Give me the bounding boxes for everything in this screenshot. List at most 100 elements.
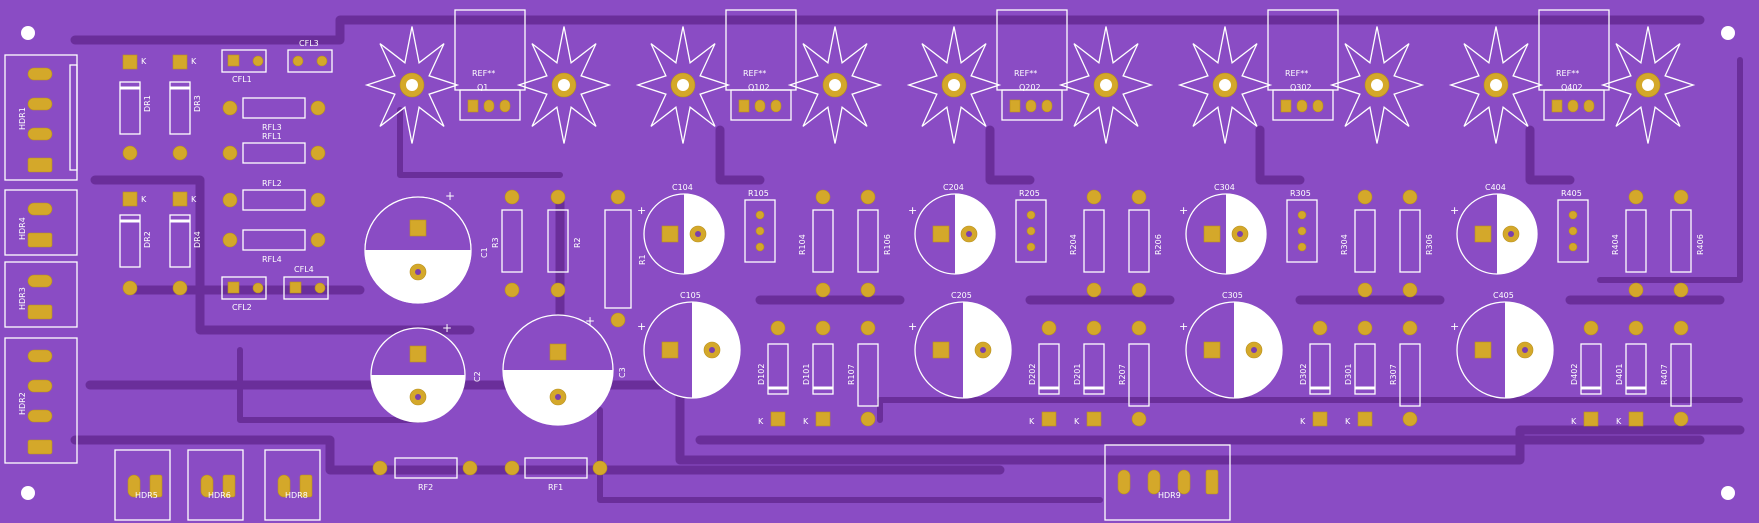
svg-text:+: +: [908, 320, 917, 333]
svg-text:+: +: [637, 320, 646, 333]
d401-label: D401: [1615, 364, 1624, 385]
capacitor-c2: + C2: [370, 321, 482, 423]
svg-text:K: K: [758, 417, 764, 426]
heatsink-outline: [635, 26, 731, 144]
svg-text:K: K: [1571, 417, 1577, 426]
heatsink-outline: [1600, 26, 1696, 144]
d301-label: D301: [1344, 364, 1353, 385]
heatsink-section-q202: REF**Q202: [906, 9, 1154, 144]
heatsink-outline: [906, 26, 1002, 144]
cfl3-label: CFL3: [299, 39, 319, 48]
c205-label: C205: [951, 291, 972, 300]
r106-label: R106: [883, 234, 892, 255]
hdr5-label: HDR5: [135, 491, 158, 500]
cfl4-label: CFL4: [294, 265, 314, 274]
resistor-rfl3: RFL3: [222, 97, 326, 132]
r104-label: R104: [798, 234, 807, 255]
heatsink-section-q102: REF** Q102: [635, 9, 883, 144]
header-hdr3: HDR3: [4, 261, 78, 328]
diode-dr2: K DR2: [119, 191, 152, 296]
ref-label: REF**: [472, 69, 495, 78]
mount-hole-bottom-left: [21, 486, 35, 500]
mounting-holes: [21, 26, 1735, 500]
svg-text:+: +: [445, 189, 455, 203]
dr2-k-label: K: [141, 195, 147, 204]
capacitor-c3: + C3: [502, 314, 627, 426]
r405-label: R405: [1561, 189, 1582, 198]
ref-label: REF**: [1285, 69, 1308, 78]
heatsink-section-q402: REF**Q402: [1448, 9, 1696, 144]
r206-label: R206: [1154, 234, 1163, 255]
c404-label: C404: [1485, 183, 1506, 192]
c1-label: C1: [480, 247, 489, 258]
resistor-rf2: RF2: [372, 457, 478, 492]
dr1-k-label: K: [141, 57, 147, 66]
r107-label: R107: [847, 364, 856, 385]
svg-text:K: K: [1029, 417, 1035, 426]
cap-cfl1: CFL1: [221, 49, 267, 84]
heatsink-outline: [364, 26, 460, 144]
header-hdr9: HDR9: [1104, 444, 1231, 521]
r2-label: R2: [573, 237, 582, 248]
diode-dr1: K DR1: [119, 54, 152, 161]
r304-label: R304: [1340, 234, 1349, 255]
heatsink-section-q1: REF**Q1: [364, 9, 612, 144]
hdr2-label: HDR2: [18, 392, 27, 415]
hdr4-label: HDR4: [18, 217, 27, 240]
rfl3-label: RFL3: [262, 123, 282, 132]
cap-cfl4: CFL4: [283, 265, 329, 300]
hdr6-label: HDR6: [208, 491, 231, 500]
d201-label: D201: [1073, 364, 1082, 385]
c405-label: C405: [1493, 291, 1514, 300]
dr4-k-label: K: [191, 195, 197, 204]
svg-text:+: +: [1450, 320, 1459, 333]
svg-text:K: K: [1300, 417, 1306, 426]
svg-text:K: K: [1345, 417, 1351, 426]
heatsink-outline: [516, 26, 612, 144]
rf2-label: RF2: [418, 483, 433, 492]
ref-label: REF**: [743, 69, 766, 78]
c104-label: C104: [672, 183, 693, 192]
c3-label: C3: [618, 367, 627, 378]
header-hdr5: HDR5: [114, 449, 171, 521]
svg-text:K: K: [1616, 417, 1622, 426]
resistor-rfl4: RFL4: [222, 229, 326, 264]
hdr1-label: HDR1: [18, 107, 27, 130]
hdr3-label: HDR3: [18, 287, 27, 310]
svg-text:+: +: [1450, 204, 1459, 217]
mount-hole-bottom-right: [1721, 486, 1735, 500]
heatsink-outline: [1058, 26, 1154, 144]
r306-label: R306: [1425, 234, 1434, 255]
c204-label: C204: [943, 183, 964, 192]
rf1-label: RF1: [548, 483, 563, 492]
header-hdr6: HDR6: [187, 449, 244, 521]
rfl2-label: RFL2: [262, 179, 282, 188]
hdr8-label: HDR8: [285, 491, 308, 500]
hdr9-label: HDR9: [1158, 491, 1181, 500]
r407-label: R407: [1660, 364, 1669, 385]
q302-label: Q302: [1290, 83, 1312, 92]
dr1-label: DR1: [143, 95, 152, 112]
resistor-rfl2: RFL2: [222, 179, 326, 211]
d302-label: D302: [1299, 364, 1308, 385]
svg-text:+: +: [1179, 320, 1188, 333]
q102-label: Q102: [748, 83, 770, 92]
r205-label: R205: [1019, 189, 1040, 198]
svg-text:+: +: [637, 204, 646, 217]
d202-label: D202: [1028, 364, 1037, 385]
capacitor-c1: + C1: [364, 189, 489, 304]
c2-label: C2: [473, 371, 482, 382]
q402-label: Q402: [1561, 83, 1583, 92]
r404-label: R404: [1611, 234, 1620, 255]
heatsink-outline: [1329, 26, 1425, 144]
rfl1-label: RFL1: [262, 132, 282, 141]
r307-label: R307: [1389, 364, 1398, 385]
svg-text:+: +: [908, 204, 917, 217]
dr4-label: DR4: [193, 231, 202, 248]
heatsink-section-q302: REF** Q302: [1177, 9, 1425, 144]
